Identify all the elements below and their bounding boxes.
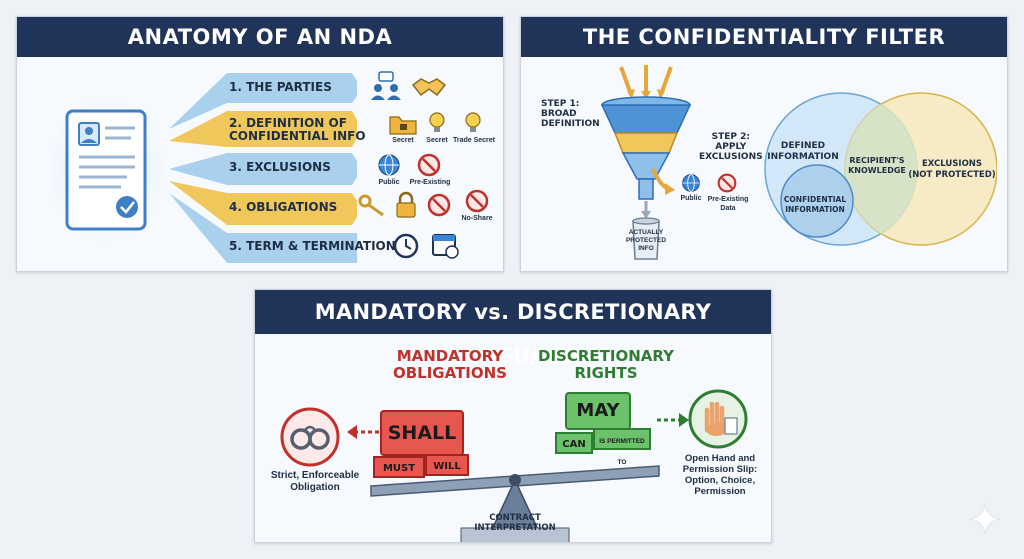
caption-no-share: No-Share <box>461 215 493 222</box>
language-panel-title: MANDATORY vs. DISCRETIONARY LANGUAGE <box>255 290 771 368</box>
no-share-icon-2 <box>465 189 489 213</box>
filter-caption-public: Public <box>680 195 702 202</box>
calendar-icon <box>432 234 459 259</box>
will-label: WILL <box>433 461 461 472</box>
protected-info-bucket-label: ACTUALLY PROTECTED INFO <box>625 229 667 252</box>
balance-scale <box>370 465 660 542</box>
discretionary-heading: DISCRETIONARY RIGHTS <box>538 347 674 382</box>
can-label: CAN <box>562 439 586 450</box>
caption-secret-1: Secret <box>392 137 414 144</box>
band-definition <box>169 111 357 147</box>
caption-pre-existing: Pre-Existing <box>409 179 451 186</box>
filter-step2: STEP 2: APPLY EXCLUSIONS <box>699 132 763 162</box>
nda-item-obligations: 4. OBLIGATIONS <box>229 200 338 214</box>
shall-block: SHALL <box>380 410 464 456</box>
band-obligations <box>169 181 357 225</box>
nda-item-term: 5. TERM & TERMINATION <box>229 239 396 253</box>
shall-label: SHALL <box>387 422 457 444</box>
language-panel: MANDATORY vs. DISCRETIONARY LANGUAGE MAN… <box>254 289 772 543</box>
handshake-icon <box>411 78 447 97</box>
must-label: MUST <box>382 463 416 474</box>
caption-public: Public <box>378 179 400 186</box>
nda-anatomy-panel: ANATOMY OF AN NDA 1. THE PARTIES 2. DEFI… <box>16 16 504 272</box>
sparkle-icon <box>969 503 1001 535</box>
is-permitted-to-label: IS PERMITTED TO <box>599 438 645 466</box>
lightbulb-icon <box>429 112 445 132</box>
right-arrow-icon <box>657 413 689 427</box>
confidentiality-filter-panel: THE CONFIDENTIALITY FILTER STEP 1: BROAD… <box>520 16 1008 272</box>
clock-icon <box>393 233 419 259</box>
nda-item-parties: 1. THE PARTIES <box>229 80 332 94</box>
nda-bands <box>169 73 357 263</box>
people-icon <box>371 71 401 100</box>
can-block: CAN <box>555 432 593 454</box>
lightbulb-icon-2 <box>465 112 481 132</box>
venn-defined-information: DEFINED INFORMATION <box>767 141 839 162</box>
band-term <box>169 193 357 263</box>
handcuffs-icon <box>280 407 340 467</box>
will-block: WILL <box>425 454 469 476</box>
no-share-icon <box>427 193 451 217</box>
keys-icon <box>358 194 384 217</box>
mandatory-heading: MANDATORY OBLIGATIONS <box>392 347 507 382</box>
may-block: MAY <box>565 392 631 430</box>
funnel-graphic <box>600 65 692 260</box>
caption-secret-2: Secret <box>426 137 448 144</box>
filter-step1: STEP 1: BROAD DEFINITION <box>541 99 600 129</box>
document-icon <box>47 95 167 245</box>
nda-panel-title: ANATOMY OF AN NDA <box>17 17 503 57</box>
must-block: MUST <box>373 456 425 478</box>
caption-trade-secret: Trade Secret <box>452 137 496 144</box>
open-hand-icon <box>688 389 748 449</box>
padlock-icon <box>396 191 416 218</box>
band-exclusions <box>169 153 357 185</box>
right-caption: Open Hand and Permission Slip: Option, C… <box>682 453 758 497</box>
filter-panel-title: THE CONFIDENTIALITY FILTER <box>521 17 1007 57</box>
nda-item-exclusions: 3. EXCLUSIONS <box>229 160 331 174</box>
venn-diagram <box>764 92 997 246</box>
folder-icon <box>389 116 417 135</box>
is-permitted-to-block: IS PERMITTED TO <box>593 428 651 466</box>
left-arrow-icon <box>347 425 379 439</box>
filter-caption-pre-existing: Pre-Existing Data <box>707 196 749 212</box>
globe-icon <box>378 154 400 176</box>
no-sign-icon <box>717 173 737 193</box>
venn-exclusions: EXCLUSIONS (NOT PROTECTED) <box>908 159 996 180</box>
globe-icon <box>682 174 700 192</box>
band-parties <box>169 73 357 129</box>
fulcrum-label: CONTRACT INTERPRETATION <box>474 513 556 533</box>
exclusion-arrow <box>651 168 675 195</box>
may-label: MAY <box>576 400 620 421</box>
venn-recipients-knowledge: RECIPIENT'S KNOWLEDGE <box>848 156 906 175</box>
venn-confidential-information: CONFIDENTIAL INFORMATION <box>783 195 847 214</box>
left-caption: Strict, Enforceable Obligation <box>270 470 360 493</box>
no-sign-icon <box>417 153 441 177</box>
nda-item-definition: 2. DEFINITION OF CONFIDENTIAL INFO <box>229 116 366 143</box>
